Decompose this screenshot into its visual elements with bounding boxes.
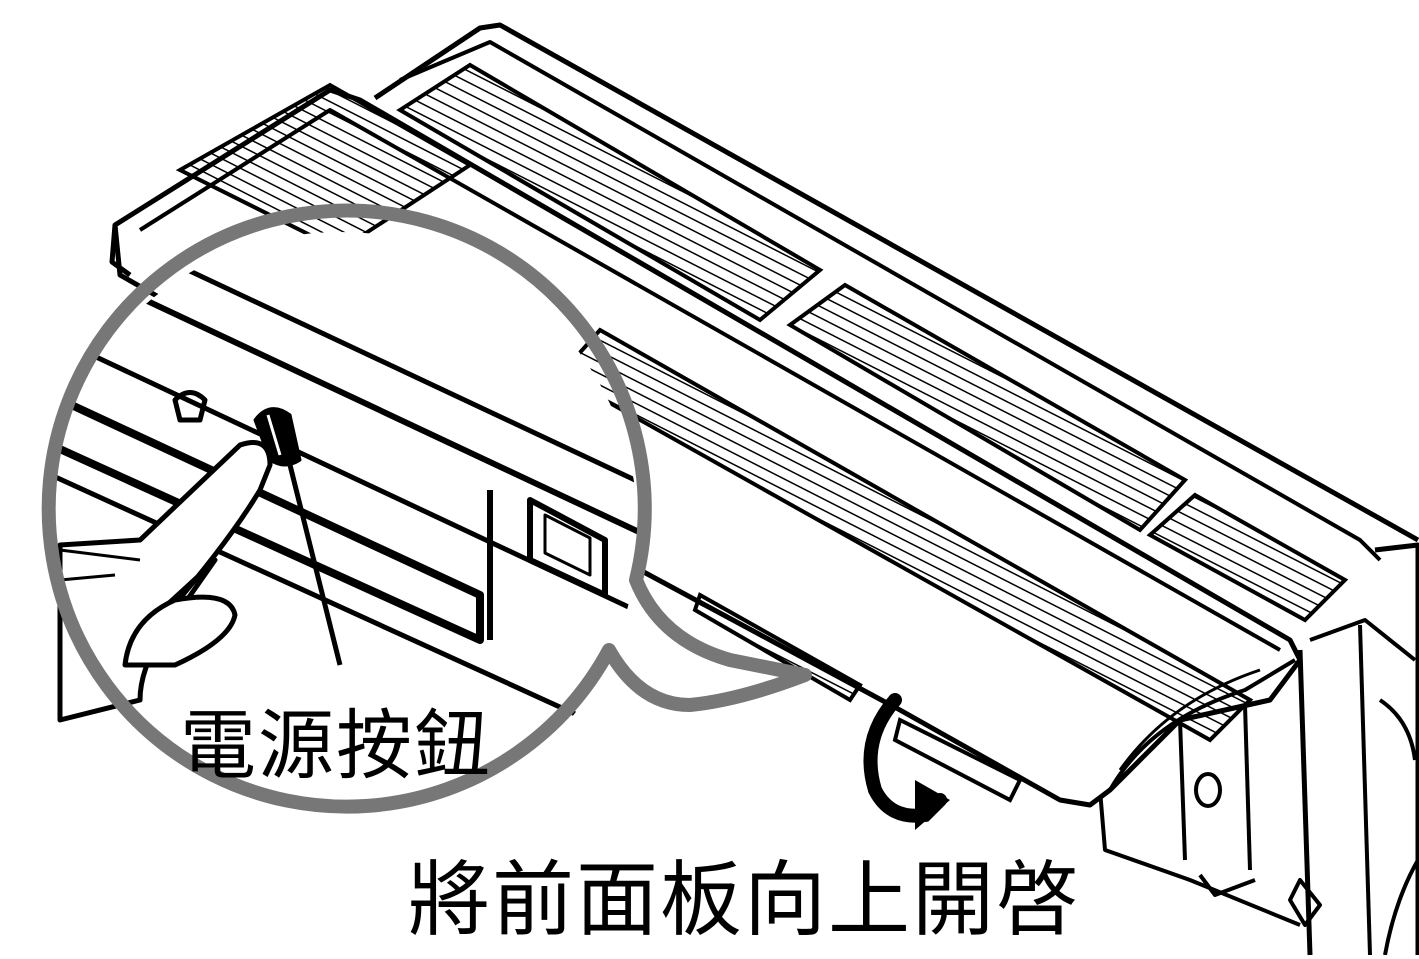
ac-unit-body xyxy=(373,22,1419,956)
magnifier-ring xyxy=(41,203,812,814)
magnifier-bubble xyxy=(41,203,812,828)
instruction-caption: 將前面板向上開啓 xyxy=(408,853,1081,948)
power-button-label: 電源按鈕 xyxy=(180,701,492,790)
pointing-finger-icon xyxy=(57,440,273,723)
curved-arrow-up-icon xyxy=(863,693,950,830)
leader-line xyxy=(287,464,343,666)
